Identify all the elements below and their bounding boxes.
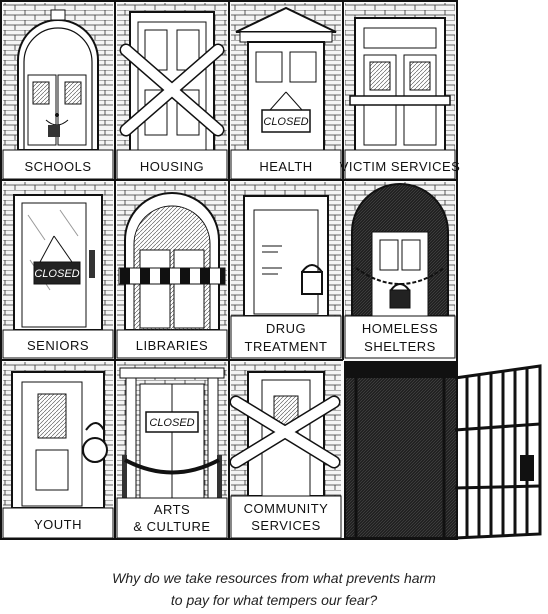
- panel-label: HOUSING: [140, 159, 204, 174]
- closed-sign: [261, 109, 311, 133]
- panel-label-line2: SHELTERS: [364, 339, 436, 354]
- door-bar: [349, 95, 451, 106]
- svg-text:CLOSED: CLOSED: [149, 417, 194, 429]
- svg-text:CLOSED: CLOSED: [34, 268, 79, 280]
- padlock-icon: [48, 125, 60, 137]
- panel-community-services: COMMUNITY SERVICES: [229, 362, 342, 539]
- panel-label-line1: DRUG: [266, 321, 306, 336]
- panel-label-line2: & CULTURE: [133, 519, 210, 534]
- panel-seniors: CLOSED SENIORS: [2, 182, 114, 359]
- panel-label: LIBRARIES: [136, 338, 208, 353]
- closed-sign: [145, 411, 199, 433]
- panel-label: VICTIM SERVICES: [340, 159, 461, 174]
- panel-label-line1: COMMUNITY: [244, 501, 329, 516]
- panel-arts-culture: CLOSED ARTS & CULTURE: [116, 362, 228, 539]
- panel-youth: YOUTH: [2, 362, 114, 539]
- panel-label-line2: SERVICES: [251, 518, 321, 533]
- panel-label: YOUTH: [34, 517, 82, 532]
- jail-cell: [344, 361, 542, 540]
- panel-label-line1: HOMELESS: [362, 321, 438, 336]
- caption-line-2: to pay for what tempers our fear?: [170, 592, 378, 608]
- open-jail-door: [454, 364, 542, 540]
- panel-schools: SCHOOLS: [2, 3, 114, 180]
- panel-housing: HOUSING: [116, 3, 228, 180]
- barricade: [118, 267, 226, 285]
- svg-text:CLOSED: CLOSED: [263, 116, 308, 128]
- panel-label-line2: TREATMENT: [245, 339, 328, 354]
- padlock-icon: [389, 289, 411, 309]
- closed-sign: [33, 261, 81, 285]
- panel-homeless-shelters: HOMELESS SHELTERS: [344, 182, 456, 359]
- caption-line-1: Why do we take resources from what preve…: [112, 570, 436, 586]
- panel-label: SCHOOLS: [24, 159, 91, 174]
- panel-drug-treatment: DRUG TREATMENT: [230, 182, 342, 359]
- panel-libraries: LIBRARIES: [116, 182, 228, 359]
- padlock-icon: [301, 271, 323, 295]
- panel-label: HEALTH: [259, 159, 312, 174]
- padlock-icon: [82, 437, 108, 463]
- panel-victim-services: VICTIM SERVICES: [340, 3, 461, 180]
- panel-label-line1: ARTS: [154, 502, 190, 517]
- panel-label: SENIORS: [27, 338, 89, 353]
- velvet-rope: [124, 458, 220, 475]
- panel-health: CLOSED HEALTH: [230, 3, 342, 180]
